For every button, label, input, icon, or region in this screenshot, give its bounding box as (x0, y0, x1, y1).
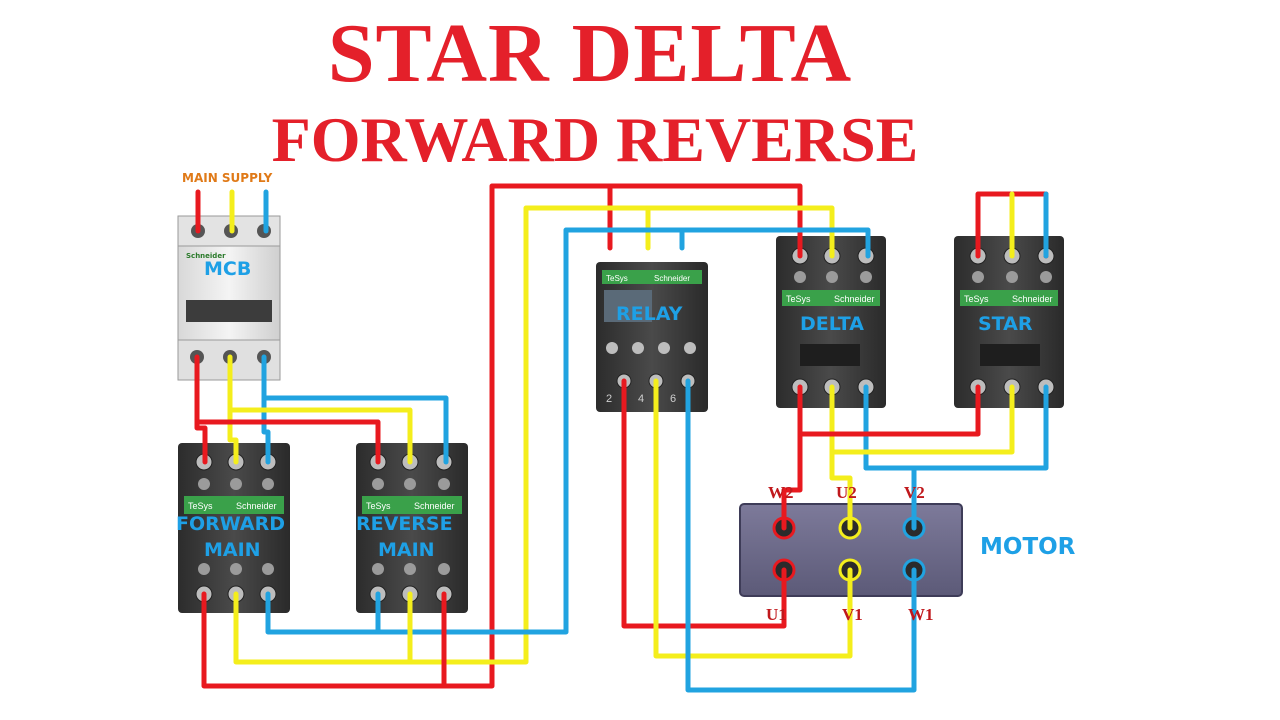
delta-label: DELTA (800, 313, 864, 335)
wire-fwd-out-red (201, 183, 613, 689)
wire-star-red (797, 384, 981, 437)
wire-relay-w1-blue (685, 378, 917, 693)
motor-terminal-u2: U2 (836, 483, 857, 502)
wire-star-yellow (829, 384, 1015, 455)
forward-series: TeSys (188, 501, 213, 511)
reverse-series: TeSys (366, 501, 391, 511)
wire-delta-in-yellow (645, 205, 835, 259)
relay-brand: Schneider (654, 274, 690, 283)
star-brand: Schneider (1012, 294, 1053, 304)
main-supply-label: MAIN SUPPLY (182, 171, 273, 185)
relay-terminal-6: 6 (670, 393, 676, 405)
wire-relay-u1-red (621, 378, 787, 629)
wire-mcb-rev-red (194, 419, 381, 465)
motor-label: MOTOR (980, 534, 1076, 560)
reverse-brand: Schneider (414, 501, 455, 511)
relay-label: RELAY (616, 303, 683, 325)
forward-main-label-2: MAIN (204, 539, 261, 561)
motor-terminal-u1: U1 (766, 605, 787, 624)
forward-main-contactor: TeSys Schneider (178, 443, 290, 613)
delta-brand: Schneider (834, 294, 875, 304)
wire-mcb-rev-blue (261, 395, 449, 465)
forward-brand: Schneider (236, 501, 277, 511)
delta-contactor: TeSys Schneider (776, 236, 886, 408)
relay-series: TeSys (606, 274, 628, 283)
wire-delta-in-red (607, 183, 803, 259)
star-label: STAR (978, 313, 1033, 335)
reverse-main-label-1: REVERSE (356, 513, 453, 535)
wire-mcb-fwd-yellow (227, 354, 239, 465)
mcb-label: MCB (204, 258, 251, 280)
wire-mcb-rev-yellow (227, 407, 413, 465)
reverse-main-contactor: TeSys Schneider (356, 443, 468, 613)
wire-fwd-out-blue (265, 227, 685, 635)
wire-mcb-fwd-blue (261, 354, 271, 465)
wire-relay-v1-yellow (653, 378, 853, 659)
relay-terminal-4: 4 (638, 393, 644, 405)
star-series: TeSys (964, 294, 989, 304)
motor-terminal-v2: V2 (904, 483, 925, 502)
forward-main-label-1: FORWARD (176, 513, 285, 535)
motor-terminal-v1: V1 (842, 605, 863, 624)
title-line-2: FORWARD REVERSE (271, 104, 919, 175)
overload-relay: TeSys Schneider 2 4 6 (596, 262, 708, 412)
title-line-1: STAR DELTA (327, 7, 853, 100)
motor-terminal-w1: W1 (908, 605, 934, 624)
mcb-brand: Schneider (186, 252, 226, 260)
reverse-main-label-2: MAIN (378, 539, 435, 561)
relay-terminal-2: 2 (606, 393, 612, 405)
wire-delta-in-blue (679, 227, 871, 259)
wires (194, 183, 1049, 693)
wire-fwd-out-yellow (233, 205, 651, 665)
wire-star-blue (863, 384, 1049, 471)
wire-delta-w2-red (781, 384, 803, 531)
wire-mcb-fwd-red (194, 354, 208, 465)
motor-terminal-w2: W2 (768, 483, 794, 502)
delta-series: TeSys (786, 294, 811, 304)
